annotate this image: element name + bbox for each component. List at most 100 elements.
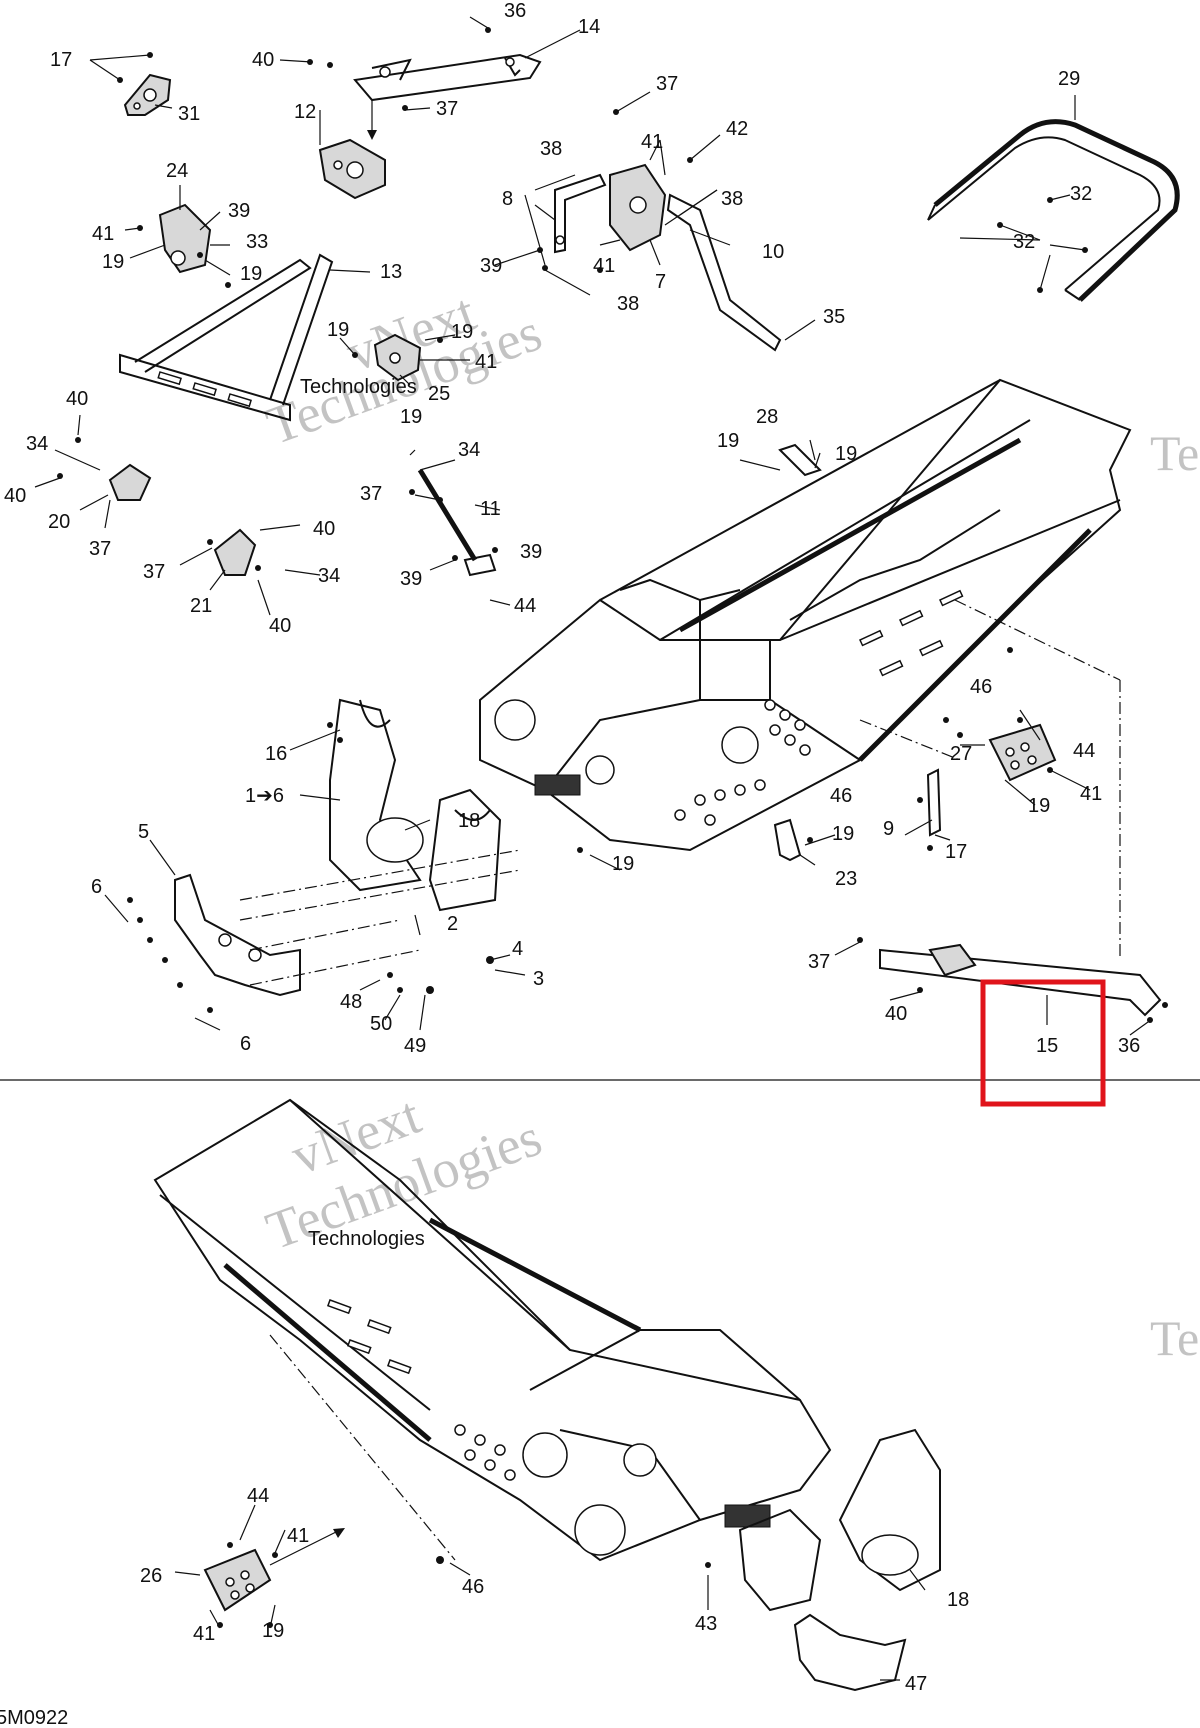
callout-38: 38 (540, 138, 562, 160)
part-31-plate (123, 73, 172, 116)
callout-37d: 37 (89, 538, 111, 560)
callout-11: 11 (480, 498, 501, 520)
callout-38b: 38 (721, 188, 743, 210)
callout-44: 44 (514, 595, 536, 617)
watermark-bottom: vNext Technologies Techno (259, 1085, 1200, 1366)
callout-17b: 17 (945, 841, 967, 863)
callout-26: 26 (140, 1565, 162, 1587)
document-code: 5M0922 (0, 1707, 68, 1728)
callout-33: 33 (246, 231, 268, 253)
callout-34c: 34 (318, 565, 340, 587)
callout-10: 10 (762, 241, 784, 263)
callout-44b: 44 (1073, 740, 1095, 762)
callout-20: 20 (48, 511, 70, 533)
slot-row (859, 589, 964, 677)
callout-32: 32 (1070, 183, 1092, 205)
callout-2: 2 (447, 913, 458, 935)
part-8-arm (554, 173, 607, 254)
callout-15: 15 (1036, 1035, 1058, 1057)
callout-41f: 41 (287, 1525, 309, 1547)
callout-28: 28 (756, 406, 778, 428)
callout-19k: 19 (262, 1620, 284, 1642)
callout-34b: 34 (458, 439, 480, 461)
callout-40d: 40 (313, 518, 335, 540)
callout-labels-top: 36 14 17 40 31 37 12 37 42 29 38 41 24 8… (4, 0, 1140, 1057)
callout-16: 16 (265, 743, 287, 765)
callout-37b: 37 (656, 73, 678, 95)
part-26-step (203, 1548, 272, 1612)
callout-37: 37 (436, 98, 458, 120)
callout-47: 47 (905, 1673, 927, 1695)
part-10-arm (666, 193, 782, 352)
callout-39: 39 (228, 200, 250, 222)
callout-39c: 39 (520, 541, 542, 563)
highlight-box-15 (980, 979, 1106, 1107)
callout-19d: 19 (451, 321, 473, 343)
main-frame-bottom (153, 1098, 832, 1562)
callout-32b: 32 (1013, 231, 1035, 253)
callout-19h: 19 (1028, 795, 1050, 817)
callout-41d: 41 (475, 351, 497, 373)
callout-36b: 36 (1118, 1035, 1140, 1057)
callout-17: 17 (50, 49, 72, 71)
callout-24: 24 (166, 160, 188, 182)
callout-3: 3 (533, 968, 544, 990)
callout-36: 36 (504, 0, 526, 22)
callout-40b: 40 (66, 388, 88, 410)
callout-37c: 37 (360, 483, 382, 505)
callout-9: 9 (883, 818, 894, 840)
part-15-crossbar (879, 943, 1162, 1017)
callout-5: 5 (138, 821, 149, 843)
callout-19i: 19 (832, 823, 854, 845)
callout-39d: 39 (400, 568, 422, 590)
callout-42: 42 (726, 118, 748, 140)
watermark-text-bottom: Technologies (308, 1228, 425, 1250)
callout-1to6: 1➔6 (245, 785, 284, 807)
svg-text:Techno: Techno (1150, 1310, 1200, 1366)
callout-34: 34 (26, 433, 48, 455)
arrow-bottom (269, 1528, 345, 1566)
callout-39b: 39 (480, 255, 502, 277)
callout-25: 25 (428, 383, 450, 405)
callout-41c: 41 (593, 255, 615, 277)
part-27-step (988, 723, 1057, 782)
callout-23: 23 (835, 868, 857, 890)
part-12-bracket (318, 138, 386, 200)
callout-27: 27 (950, 743, 972, 765)
part-28-tab (778, 443, 822, 477)
callout-40: 40 (252, 49, 274, 71)
watermark-text-top: Technologies (300, 376, 417, 398)
callout-7: 7 (655, 271, 666, 293)
part-9-bar (926, 768, 942, 837)
callout-41e: 41 (1080, 783, 1102, 805)
callout-41b: 41 (92, 223, 114, 245)
callout-49: 49 (404, 1035, 426, 1057)
callout-31: 31 (178, 103, 200, 125)
callout-19j: 19 (612, 853, 634, 875)
frame-holes-grid-bottom (454, 1424, 516, 1481)
callout-4: 4 (512, 938, 523, 960)
callout-labels-bottom: 44 41 26 46 18 43 41 19 47 (140, 1485, 969, 1695)
callout-12: 12 (294, 101, 316, 123)
callout-6b: 6 (240, 1033, 251, 1055)
svg-text:Techno: Techno (1150, 425, 1200, 481)
construction-lines-top (239, 599, 1121, 986)
callout-21: 21 (190, 595, 212, 617)
callout-29: 29 (1058, 68, 1080, 90)
callout-19g: 19 (835, 443, 857, 465)
callout-18b: 18 (947, 1589, 969, 1611)
callout-14: 14 (578, 16, 600, 38)
callout-37f: 37 (808, 951, 830, 973)
callout-35: 35 (823, 306, 845, 328)
main-frame-top (479, 378, 1132, 852)
callout-46: 46 (970, 676, 992, 698)
callout-6: 6 (91, 876, 102, 898)
part-14-crossbar (353, 53, 542, 140)
callout-40c: 40 (4, 485, 26, 507)
callout-19c: 19 (327, 319, 349, 341)
part-21-bracket (213, 528, 257, 576)
callout-43: 43 (695, 1613, 717, 1635)
callout-13: 13 (380, 261, 402, 283)
callout-44c: 44 (247, 1485, 269, 1507)
